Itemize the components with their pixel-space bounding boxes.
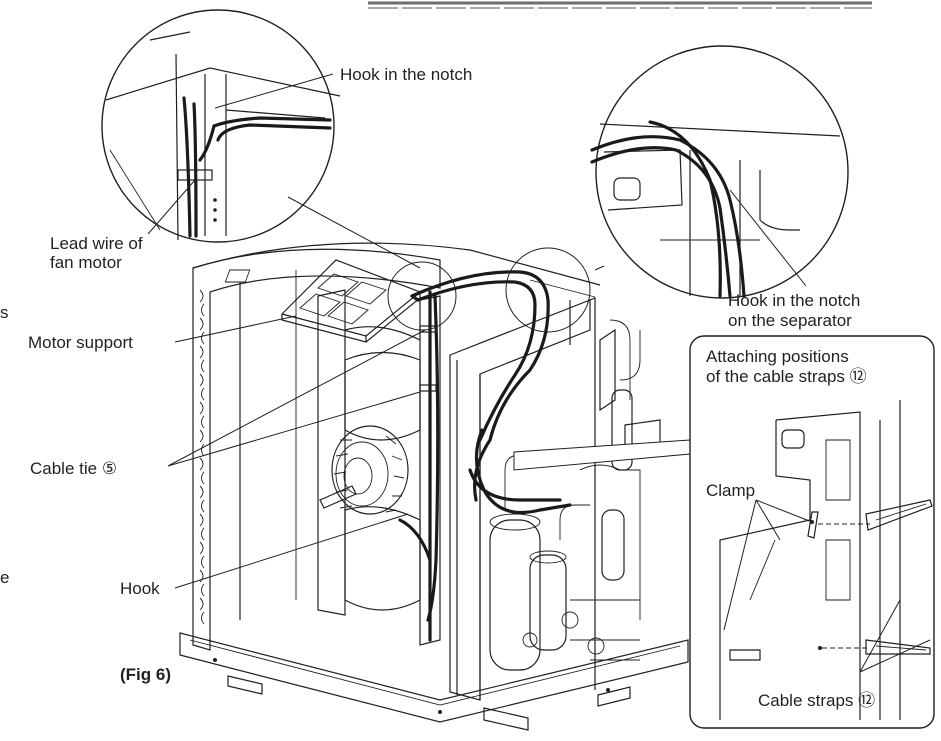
compressor-assembly: [489, 319, 661, 671]
figure-caption: (Fig 6): [120, 665, 171, 684]
label-lead-wire-line1: Lead wire of: [50, 234, 143, 253]
detail-circle-hook-notch: [101, 9, 341, 243]
label-cable-tie: Cable tie ⑤: [30, 459, 117, 478]
detail-circle-separator: [590, 45, 849, 299]
label-hook-separator-line1: Hook in the notch: [728, 291, 860, 310]
label-lead-wire-line2: fan motor: [50, 253, 122, 272]
label-clamp: Clamp: [706, 481, 755, 500]
label-attach-line2: of the cable straps ⑫: [706, 367, 867, 386]
label-cable-straps: Cable straps ⑫: [758, 691, 875, 710]
lead-wires: [398, 270, 572, 642]
header-rule: [368, 1, 872, 9]
detail-box-cable-straps: [513, 335, 935, 729]
outdoor-unit-drawing: [179, 242, 689, 731]
edge-fragment-top: s: [0, 303, 9, 322]
label-hook-in-notch: Hook in the notch: [340, 65, 472, 84]
leader-lines: [147, 73, 931, 673]
fin-coils: [199, 289, 205, 625]
label-hook-separator-line2: on the separator: [728, 311, 852, 330]
label-motor-support: Motor support: [28, 333, 133, 352]
edge-fragment-bottom: e: [0, 568, 9, 587]
fan-motor: [319, 425, 409, 515]
label-hook: Hook: [120, 579, 160, 598]
label-attach-line1: Attaching positions: [706, 347, 849, 366]
zoom-connectors: [287, 196, 605, 333]
